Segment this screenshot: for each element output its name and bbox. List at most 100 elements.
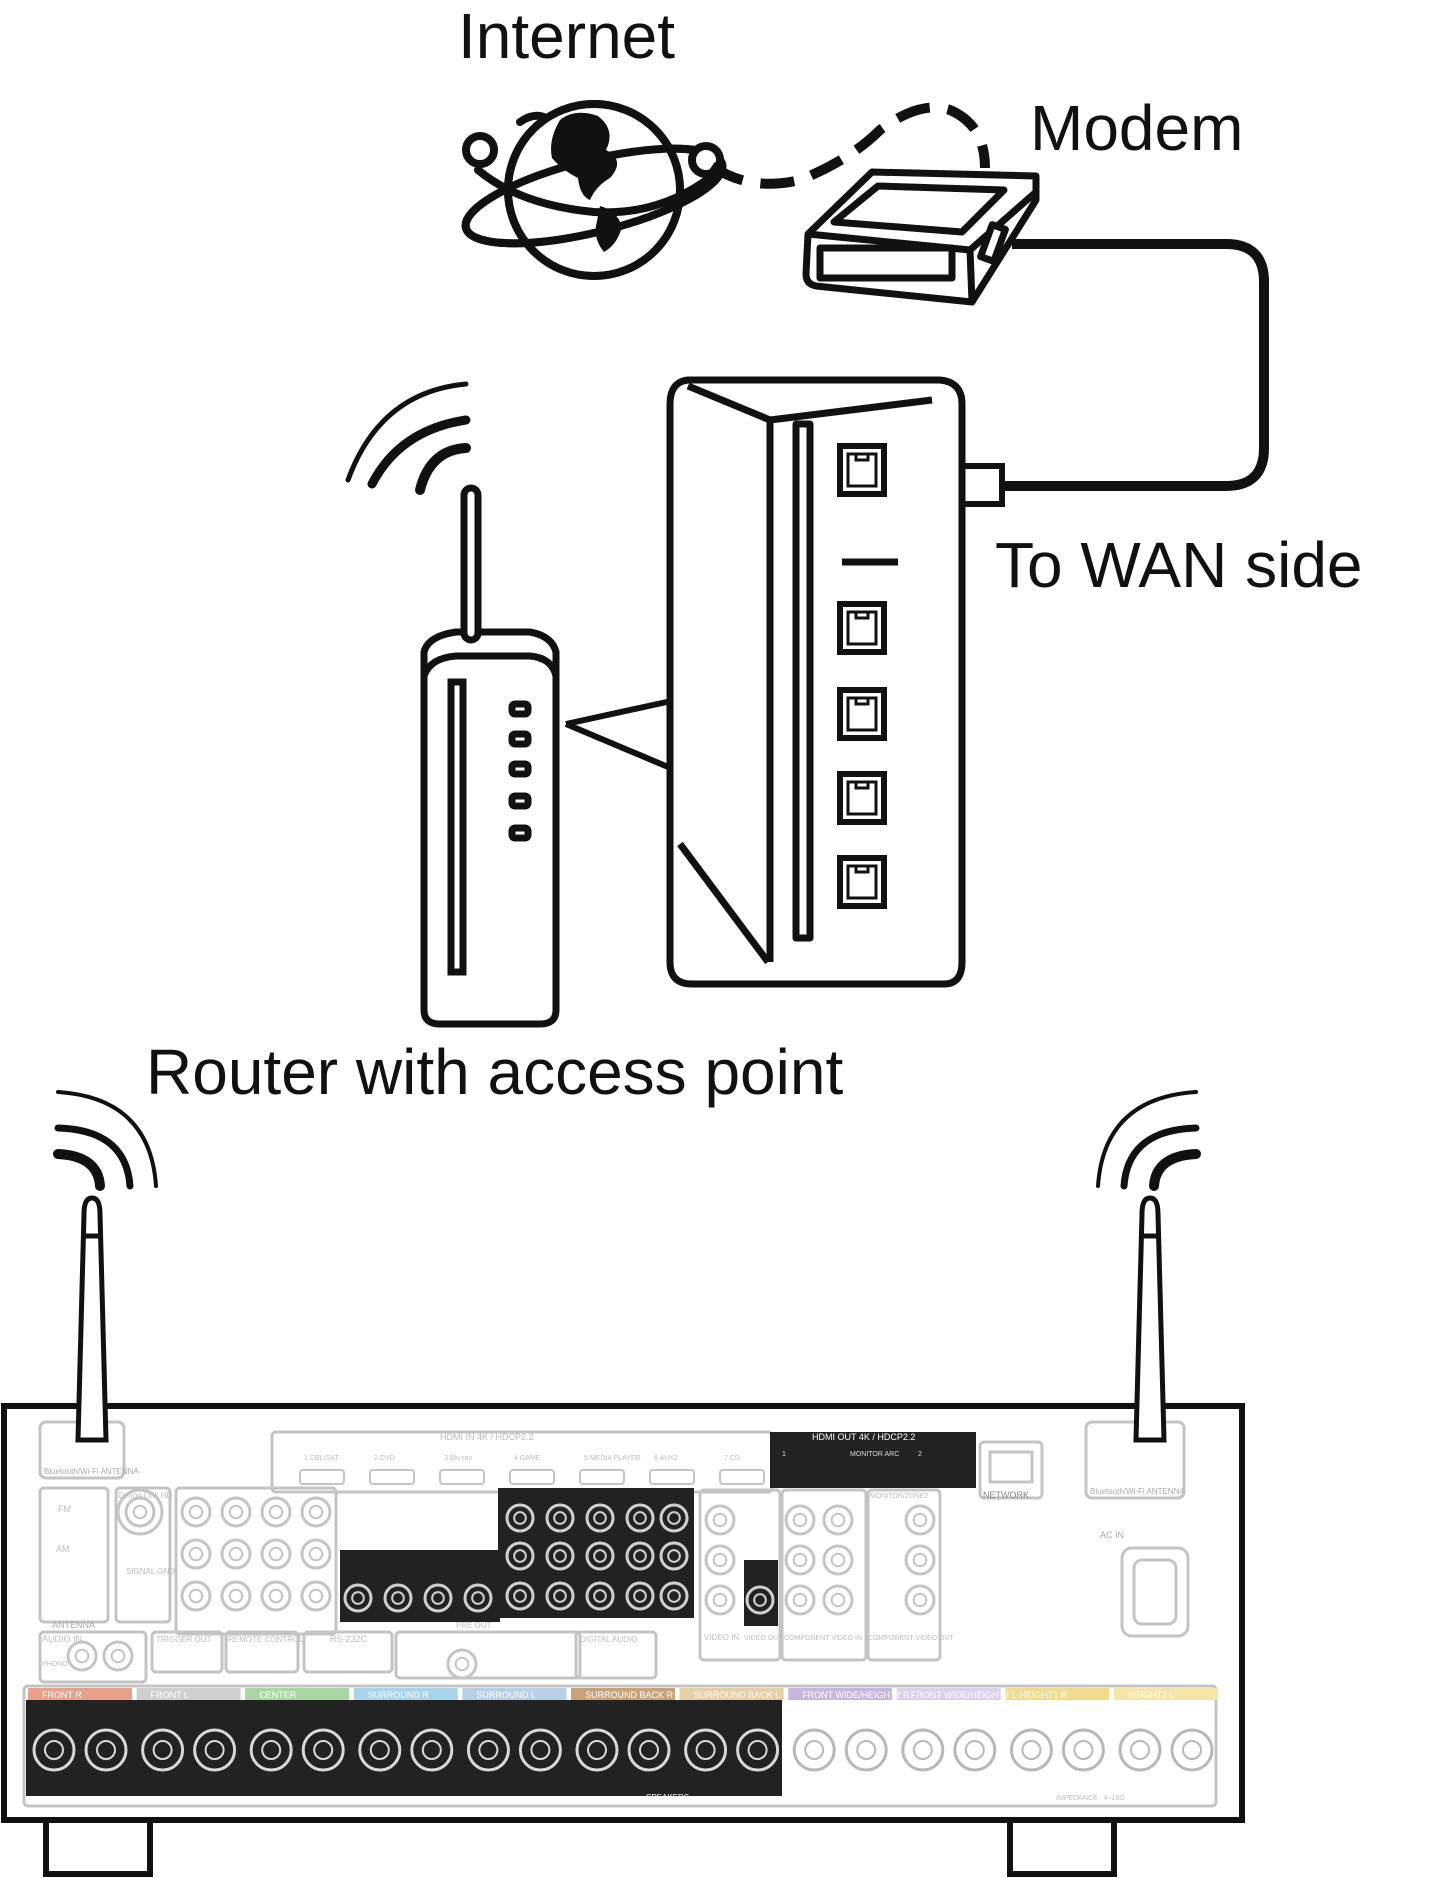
router-port-panel <box>666 376 966 988</box>
speaker-group-label: SURROUND L <box>476 1690 536 1700</box>
rca-jack <box>410 1728 454 1772</box>
rca-jack <box>844 1728 888 1772</box>
hdmi-input-label: 7 CD <box>724 1455 740 1462</box>
fm-label: FM <box>58 1504 71 1514</box>
rca-jack <box>32 1728 76 1772</box>
audio-in-label: AUDIO IN <box>42 1634 82 1644</box>
rca-jack <box>220 1538 252 1570</box>
rca-jack <box>953 1728 997 1772</box>
monitor-zone2-label: MONITOR/ZONE2 <box>870 1493 928 1500</box>
hdmi-in-title: HDMI IN 4K / HDCP2.2 <box>440 1432 534 1442</box>
rca-jack <box>301 1728 345 1772</box>
rca-jack <box>784 1584 816 1616</box>
rca-jack <box>358 1728 402 1772</box>
rca-jack <box>1118 1728 1162 1772</box>
component-video-out-label: COMPONENT VIDEO OUT <box>868 1635 955 1642</box>
bt-antenna-left-label: Bluetooth/Wi-Fi ANTENNA <box>44 1467 139 1476</box>
antenna-label: ANTENNA <box>52 1620 95 1630</box>
rca-jack <box>180 1538 212 1570</box>
lan-port-icon <box>837 687 887 741</box>
hdmi-input-port <box>299 1469 345 1485</box>
rca-jack <box>220 1580 252 1612</box>
rca-jacks-gray <box>66 1450 1178 1680</box>
denon-link-label: Denon Link HD <box>118 1491 172 1500</box>
speaker-group-bar <box>353 1688 458 1700</box>
av-receiver: HDMI IN 4K / HDCP2.2 HDMI OUT 4K / HDCP2… <box>1 1195 1245 1877</box>
rca-jack <box>585 1581 615 1611</box>
rca-jack <box>901 1728 945 1772</box>
rca-jack <box>575 1728 619 1772</box>
hdmi-input-label: 6 AUX2 <box>654 1455 678 1462</box>
rca-jack <box>66 1640 98 1672</box>
hdmi-input-port <box>719 1469 765 1485</box>
rca-jack <box>545 1541 575 1571</box>
video-in-label: VIDEO IN <box>704 1633 739 1642</box>
rca-jack <box>383 1583 413 1613</box>
rca-jack <box>141 1728 185 1772</box>
rca-jack <box>249 1728 293 1772</box>
speaker-group-bar <box>136 1688 241 1700</box>
hdmi-output-label: 1 <box>782 1451 786 1458</box>
rca-jack <box>1009 1728 1053 1772</box>
rca-jack <box>343 1583 373 1613</box>
speaker-group-bar <box>1005 1688 1110 1700</box>
receiver-antenna-left <box>75 1195 109 1443</box>
rca-jack <box>736 1728 780 1772</box>
hdmi-out-title: HDMI OUT 4K / HDCP2.2 <box>812 1432 915 1442</box>
rca-jack <box>220 1496 252 1528</box>
rca-jack <box>505 1503 535 1533</box>
rca-jack <box>423 1583 453 1613</box>
rca-jack <box>1061 1728 1105 1772</box>
speaker-group-bar <box>462 1688 567 1700</box>
hdmi-output-label: 2 <box>918 1451 922 1458</box>
rca-jacks-dark <box>343 1503 775 1615</box>
rca-jack <box>505 1541 535 1571</box>
hdmi-input-port <box>509 1469 555 1485</box>
speaker-group-bar <box>788 1688 893 1700</box>
speaker-group-bar <box>1114 1688 1218 1700</box>
rca-jack <box>585 1503 615 1533</box>
hdmi-out-panel <box>770 1432 976 1488</box>
rca-jack <box>300 1496 332 1528</box>
network-port <box>988 1450 1034 1484</box>
internet-label: Internet <box>458 0 676 72</box>
speaker-group-label: HEIGHT1 L <box>1128 1690 1175 1700</box>
rca-jack <box>659 1541 689 1571</box>
hdmi-input-label: 1 CBL/SAT <box>304 1455 339 1462</box>
speaker-group-label: FRONT R <box>42 1690 82 1700</box>
rca-jack <box>904 1584 936 1616</box>
speaker-group-label: FRONT L <box>151 1690 189 1700</box>
rca-jack <box>446 1648 478 1680</box>
receiver-antenna-right <box>1133 1195 1167 1443</box>
speaker-terminals <box>28 1688 1218 1772</box>
speaker-group-bar <box>571 1688 675 1700</box>
globe-icon <box>461 100 727 280</box>
router-label: Router with access point <box>146 1036 844 1108</box>
wan-side-label: To WAN side <box>995 529 1363 601</box>
rca-jack <box>822 1544 854 1576</box>
rca-jack <box>180 1580 212 1612</box>
rca-jack <box>822 1584 854 1616</box>
router-icon <box>345 381 560 1028</box>
hdmi-input-port <box>369 1469 415 1485</box>
speaker-group-label: CENTER <box>259 1690 297 1700</box>
rca-jack <box>684 1728 728 1772</box>
lan-port-icon <box>837 855 887 909</box>
component-video-in-label: COMPONENT VIDEO IN <box>784 1635 862 1642</box>
rca-jack <box>784 1504 816 1536</box>
rca-jack <box>260 1580 292 1612</box>
speaker-group-label: HEIGHT1 R <box>1019 1690 1068 1700</box>
rca-jack <box>1170 1728 1214 1772</box>
rca-jack <box>784 1544 816 1576</box>
rca-jack <box>260 1496 292 1528</box>
rca-jack <box>659 1503 689 1533</box>
wan-port-icon <box>837 443 887 497</box>
phono-label: PHONO <box>42 1661 68 1668</box>
rca-jack <box>505 1581 535 1611</box>
rca-jack <box>518 1728 562 1772</box>
speaker-group-bar <box>28 1688 132 1700</box>
remote-control-label: REMOTE CONTROL <box>228 1635 304 1644</box>
rca-jack <box>704 1544 736 1576</box>
rca-jack <box>300 1538 332 1570</box>
